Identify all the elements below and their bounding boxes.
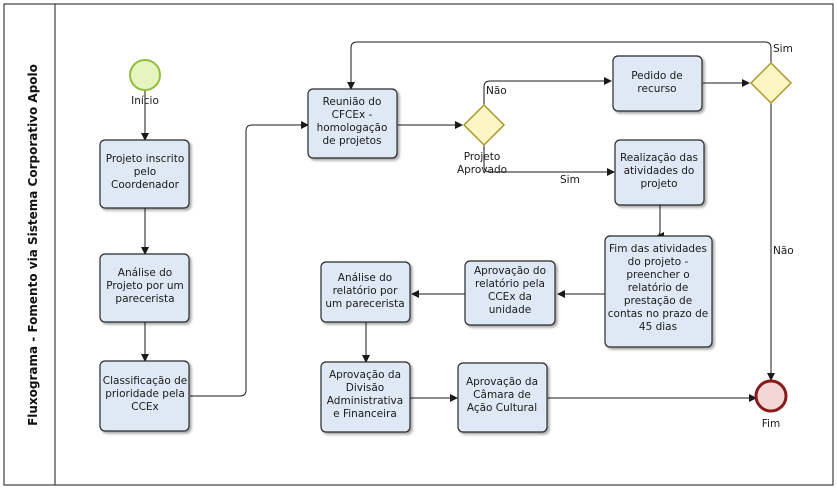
task-box xyxy=(604,235,713,348)
edge-label-nao-right: Não xyxy=(773,245,794,257)
task-label-line: relatório de xyxy=(628,282,689,294)
task-label-line: relatório pela xyxy=(475,278,545,290)
task-box xyxy=(99,360,190,432)
task-label-line: Ação Cultural xyxy=(467,402,537,414)
task-realizacao-atividades: Realização das atividades do projeto xyxy=(614,139,705,206)
task-label-line: do projeto - xyxy=(628,256,689,268)
task-label-line: Análise do xyxy=(118,267,172,279)
task-label-line: CCEx xyxy=(131,401,159,413)
task-fim-atividades: Fim das atividades do projeto - preenche… xyxy=(604,235,713,348)
flow-realizacao-to-fim-atividades xyxy=(656,205,665,240)
task-label-line: projeto xyxy=(640,178,677,190)
task-box xyxy=(612,55,703,112)
gateway-recurso xyxy=(749,61,793,105)
task-label-line: CFCEx - xyxy=(332,109,373,121)
pool-frame xyxy=(3,3,834,486)
task-label-line: prioridade pela xyxy=(105,388,185,400)
task-box xyxy=(614,139,705,206)
task-label-line: CCEx da xyxy=(488,291,532,303)
task-aprovacao-divisao: Aprovação da Divisão Administrativa e Fi… xyxy=(320,361,411,433)
task-label-line: um parecerista xyxy=(325,298,404,310)
task-label-line: relatório por xyxy=(333,285,399,297)
task-analise-relatorio: Análise do relatório por um parecerista xyxy=(320,261,411,323)
gateway-label-line2: Aprovado xyxy=(457,164,507,176)
task-label-line: Pedido de xyxy=(631,70,683,82)
task-label-line: Aprovação do xyxy=(474,265,546,277)
end-event-circle xyxy=(754,379,788,413)
flow-gateway-nao-to-pedido xyxy=(483,77,612,105)
task-box xyxy=(320,261,411,323)
task-label-line: 45 dias xyxy=(639,321,677,333)
flow-classificacao-to-reuniao xyxy=(190,121,309,397)
task-label-line: Câmara de xyxy=(473,389,531,401)
task-label-line: Classificação de xyxy=(103,375,187,387)
task-label-line: Projeto por um xyxy=(106,280,184,292)
task-label-line: homologação xyxy=(317,122,388,134)
flow-gateway2-sim-to-reuniao xyxy=(347,41,772,90)
task-label-line: Análise do xyxy=(338,272,392,284)
gateway-diamond xyxy=(749,61,793,105)
pool-title: Fluxograma - Fomento via Sistema Corpora… xyxy=(26,64,40,426)
gateway-diamond xyxy=(462,103,506,147)
gateway-label-line1: Projeto xyxy=(464,151,501,163)
task-label-line: contas no prazo de xyxy=(608,308,708,320)
task-aprovacao-relatorio: Aprovação do relatório pela CCEx da unid… xyxy=(464,260,556,326)
start-event-circle xyxy=(129,59,161,91)
task-label-line: parecerista xyxy=(115,293,174,305)
task-reuniao-cfcex: Reunião do CFCEx - homologação de projet… xyxy=(307,88,398,159)
task-label-line: Fim das atividades xyxy=(609,243,707,255)
task-label-line: recurso xyxy=(637,83,676,95)
gateway-projeto-aprovado: Projeto Aprovado xyxy=(457,103,507,176)
task-label-line: Aprovação da xyxy=(466,376,538,388)
task-label-line: prestação de xyxy=(624,295,692,307)
end-event-label: Fim xyxy=(762,418,780,430)
task-label-line: preencher o xyxy=(626,269,689,281)
task-label-line: Administrativa xyxy=(327,395,403,407)
edge-label-sim-realizacao: Sim xyxy=(560,174,580,186)
task-label-line: Coordenador xyxy=(111,179,180,191)
sequence-flows xyxy=(141,41,775,402)
task-label-line: Divisão xyxy=(346,382,384,394)
task-label-line: unidade xyxy=(489,304,531,316)
end-event: Fim xyxy=(754,379,788,430)
task-box xyxy=(99,139,190,209)
flow-gateway-sim-to-realizacao xyxy=(483,145,615,176)
task-box xyxy=(320,361,411,433)
task-label-line: atividades do xyxy=(624,165,695,177)
task-box xyxy=(307,88,398,159)
task-label-line: Aprovação da xyxy=(329,369,401,381)
task-label-line: Reunião do xyxy=(323,96,382,108)
task-label-line: pelo xyxy=(134,166,156,178)
task-box xyxy=(464,260,556,326)
task-box xyxy=(457,362,548,433)
task-label-line: Realização das xyxy=(620,152,698,164)
task-label-line: Projeto inscrito xyxy=(106,153,185,165)
task-label-line: de projetos xyxy=(322,135,381,147)
edge-label-nao-top: Não xyxy=(486,85,507,97)
task-projeto-inscrito: Projeto inscrito pelo Coordenador xyxy=(99,139,190,209)
task-box xyxy=(99,253,190,323)
task-pedido-recurso: Pedido de recurso xyxy=(612,55,703,112)
start-event: Início xyxy=(129,59,161,107)
edge-label-sim-top: Sim xyxy=(773,43,793,55)
task-analise-projeto: Análise do Projeto por um parecerista xyxy=(99,253,190,323)
task-classificacao: Classificação de prioridade pela CCEx xyxy=(99,360,190,432)
start-event-label: Início xyxy=(131,95,159,107)
task-aprovacao-camara: Aprovação da Câmara de Ação Cultural xyxy=(457,362,548,433)
task-label-line: e Financeira xyxy=(333,408,397,420)
